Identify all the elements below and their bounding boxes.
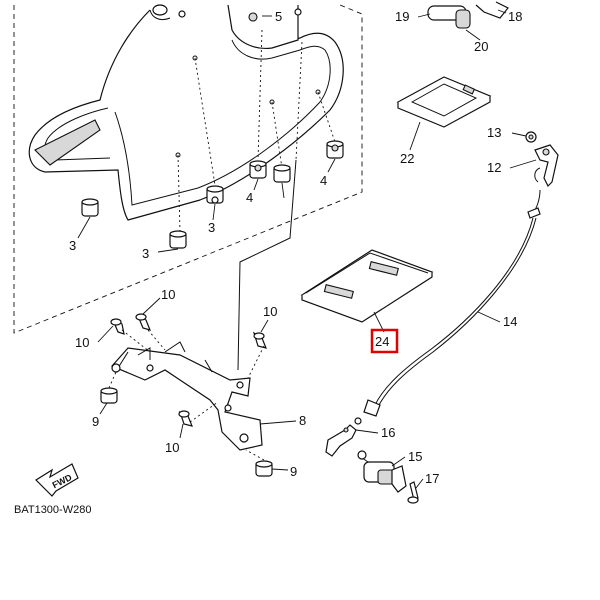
nut-13 xyxy=(525,131,537,143)
callout-19: 19 xyxy=(395,9,409,24)
seat-assembly-boundary xyxy=(13,4,363,334)
callout-22: 22 xyxy=(400,151,414,166)
callout-24: 24 xyxy=(375,334,389,349)
damper-9-b xyxy=(255,460,273,477)
bolt-10-a xyxy=(110,318,125,335)
callout-17: 17 xyxy=(425,471,439,486)
seat-bracket xyxy=(227,4,299,50)
bolt-10-c xyxy=(252,331,267,349)
bolt-17 xyxy=(407,481,419,504)
callout-16: 16 xyxy=(381,425,395,440)
label-plate-22 xyxy=(396,76,492,128)
callout-9: 9 xyxy=(92,414,99,429)
diagram-code: BAT1300-W280 xyxy=(14,504,91,516)
callout-14: 14 xyxy=(503,314,517,329)
callout-3: 3 xyxy=(69,238,76,253)
seat xyxy=(28,4,344,221)
callout-10: 10 xyxy=(161,287,175,302)
bolt-10-d xyxy=(178,410,193,427)
callout-13: 13 xyxy=(487,125,501,140)
highlight-box xyxy=(370,328,399,354)
washer xyxy=(178,10,186,18)
fwd-arrow-icon: FWD xyxy=(35,463,79,497)
seat-lock-15 xyxy=(357,450,407,493)
seat-dotted-leaders xyxy=(175,29,336,233)
bracket-8 xyxy=(110,341,263,451)
callout-8: 8 xyxy=(299,413,306,428)
callout-18: 18 xyxy=(508,9,522,24)
damper-3-c xyxy=(206,185,224,204)
damper-3-a xyxy=(81,198,99,217)
callout-10: 10 xyxy=(75,335,89,350)
callout-12: 12 xyxy=(487,160,501,175)
damper-3-b xyxy=(169,230,187,249)
lock-cylinder xyxy=(427,1,509,29)
latch-hook xyxy=(534,144,559,188)
bolt-10-b xyxy=(135,313,152,331)
callout-10: 10 xyxy=(165,440,179,455)
callout-3: 3 xyxy=(142,246,149,261)
washer xyxy=(294,8,302,16)
damper-4-a xyxy=(249,160,267,179)
callout-9: 9 xyxy=(290,464,297,479)
callout-15: 15 xyxy=(408,449,422,464)
callout-4: 4 xyxy=(320,173,327,188)
callout-20: 20 xyxy=(474,39,488,54)
seat-lock-cable xyxy=(354,189,541,425)
cable-clip-16 xyxy=(325,424,357,457)
callout-3: 3 xyxy=(208,220,215,235)
damper-4-b xyxy=(326,140,344,159)
callout-4: 4 xyxy=(246,190,253,205)
damper-9-a xyxy=(100,387,118,404)
damper-3-d xyxy=(273,164,291,183)
document-24 xyxy=(300,249,434,323)
callout-5: 5 xyxy=(275,9,282,24)
callout-10: 10 xyxy=(263,304,277,319)
